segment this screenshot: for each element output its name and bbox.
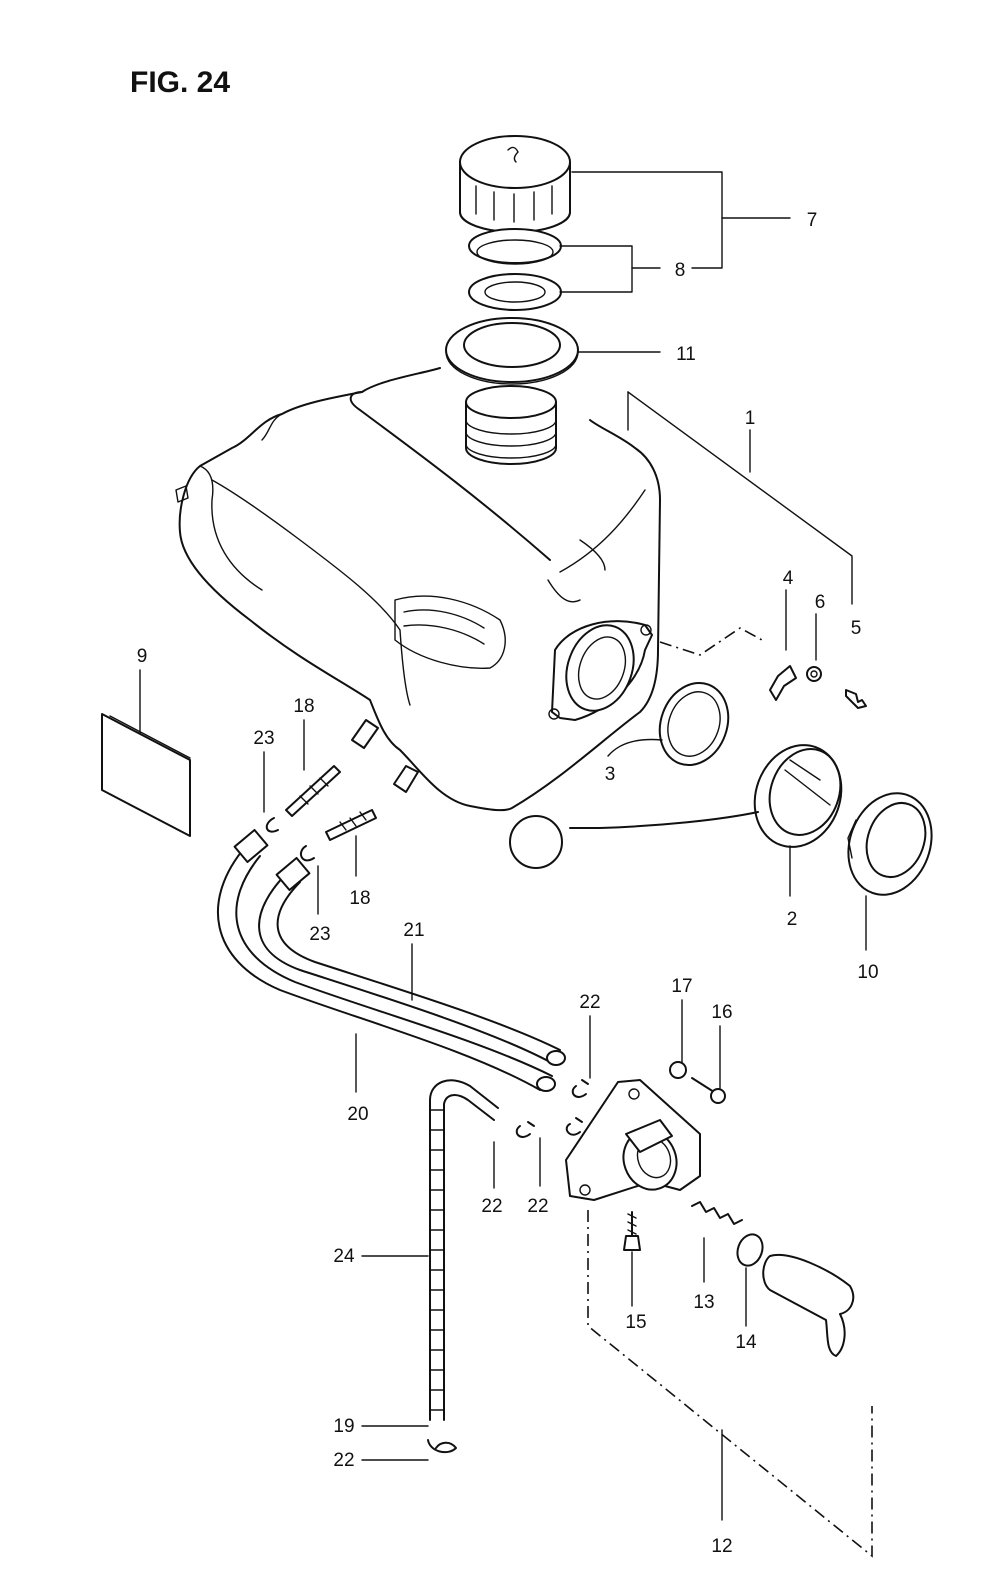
callout-15: 15 (625, 1312, 646, 1333)
callout-8: 8 (675, 260, 686, 281)
callout-18-bottom: 18 (349, 888, 370, 909)
tank-cushion (101, 713, 191, 837)
callout-13: 13 (693, 1292, 714, 1313)
corrugated-drain-hose (427, 1079, 499, 1454)
callout-22-top: 22 (579, 992, 600, 1013)
callout-2: 2 (787, 909, 798, 930)
fuel-hoses (216, 828, 566, 1092)
callout-22-left: 22 (481, 1196, 502, 1217)
fuel-cock-screws (623, 1061, 726, 1251)
hose-fittings (265, 719, 419, 862)
filler-ring (445, 317, 579, 385)
callout-22-right: 22 (527, 1196, 548, 1217)
fuel-cock-assembly (565, 1079, 701, 1201)
callout-9: 9 (137, 646, 148, 667)
callout-20: 20 (347, 1104, 368, 1125)
filler-neck (465, 385, 557, 465)
fuel-gauge-unit (509, 744, 843, 869)
callout-22-bottom: 22 (333, 1450, 354, 1471)
callout-19: 19 (333, 1416, 354, 1437)
fuel-cap (459, 135, 571, 233)
callout-21: 21 (403, 920, 424, 941)
callout-12: 12 (711, 1536, 732, 1557)
fuel-cock-lever-parts (691, 1201, 855, 1357)
callout-4: 4 (783, 568, 794, 589)
callout-3: 3 (605, 764, 616, 785)
gauge-ring-nut (847, 792, 933, 896)
fuel-tank (175, 367, 661, 812)
o-ring-gasket (658, 681, 730, 767)
callout-23-top: 23 (253, 728, 274, 749)
cap-gaskets (468, 228, 562, 311)
callout-11: 11 (676, 344, 696, 365)
callout-5: 5 (851, 618, 862, 639)
bracket-hardware (659, 627, 867, 709)
hose-clamps (515, 1079, 589, 1138)
callout-14: 14 (735, 1332, 757, 1353)
callout-18-top: 18 (293, 696, 314, 717)
callout-10: 10 (857, 962, 878, 983)
callout-7: 7 (807, 210, 818, 231)
callout-leaders (139, 171, 873, 1558)
callout-6: 6 (815, 592, 826, 613)
callout-numbers: 1 2 3 4 5 6 7 8 9 10 11 12 13 14 15 16 1… (137, 210, 879, 1557)
callout-16: 16 (711, 1002, 732, 1023)
callout-17: 17 (671, 976, 692, 997)
callout-24: 24 (333, 1246, 355, 1267)
callout-1: 1 (745, 408, 756, 429)
callout-23-bottom: 23 (309, 924, 330, 945)
figure-title: FIG. 24 (130, 66, 230, 99)
